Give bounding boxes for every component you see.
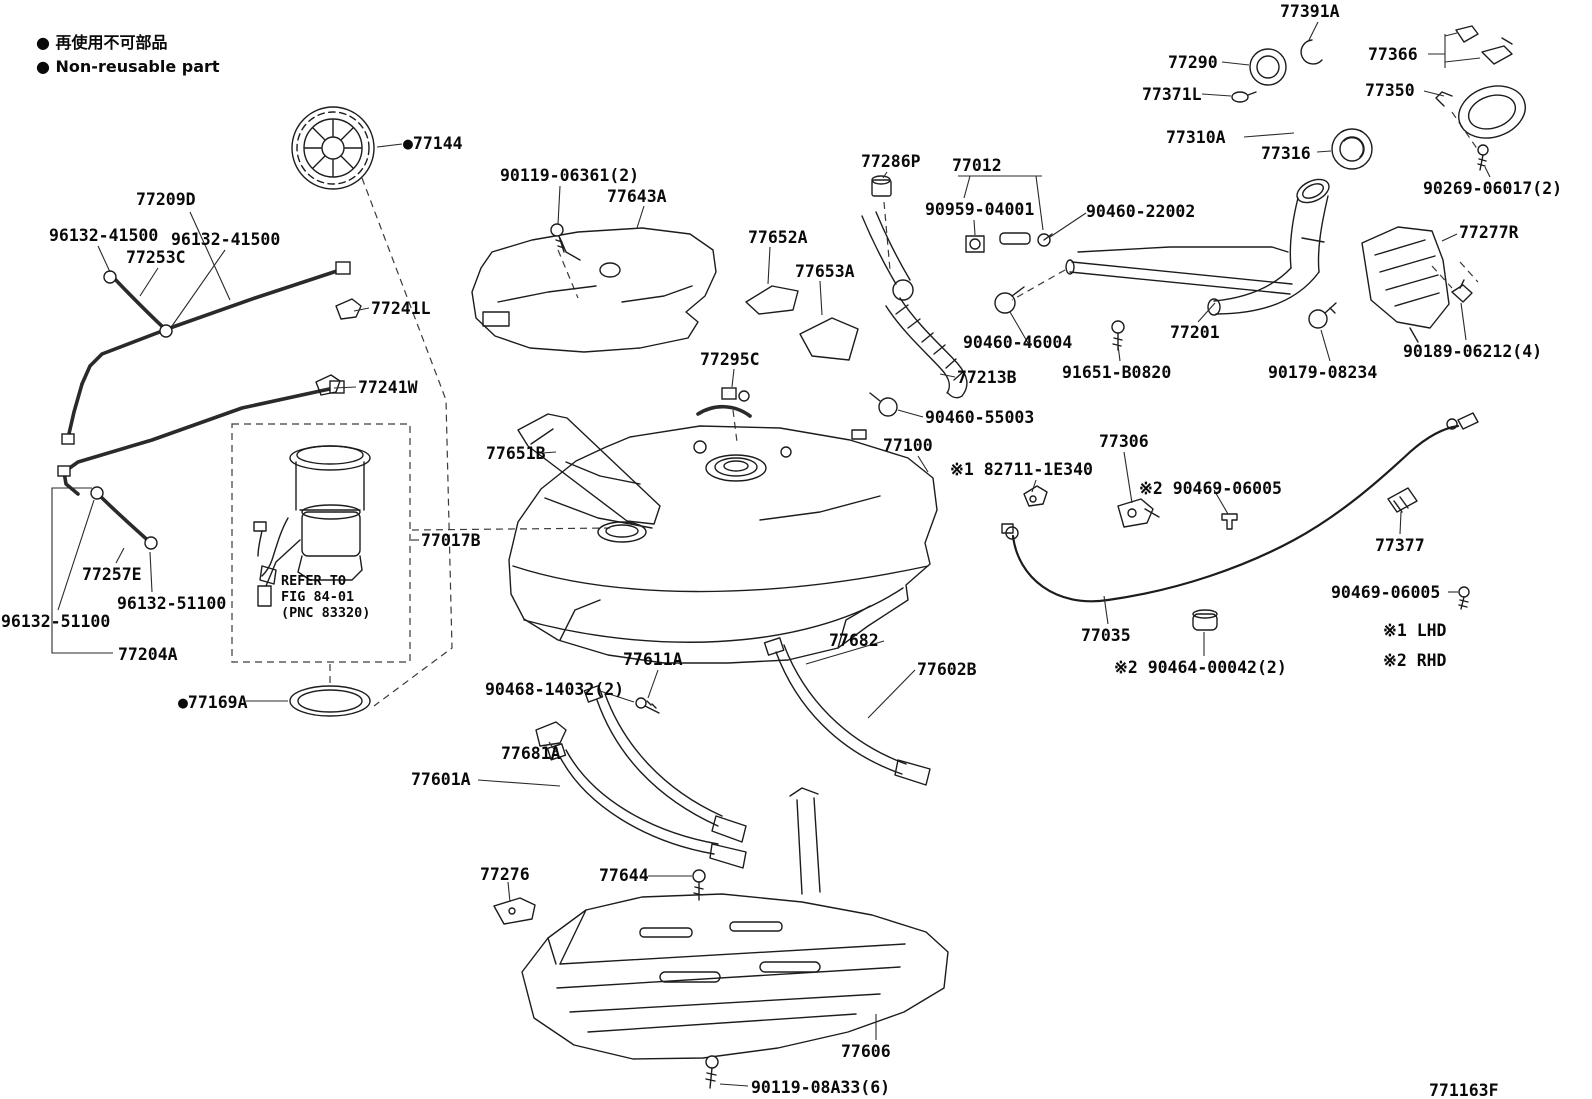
part-label-77366: 77366 [1368, 45, 1418, 64]
part-label-77682: 77682 [829, 631, 879, 650]
part-label-90469-06005-B: 90469-06005 [1331, 583, 1441, 602]
part-label-90468-14032: 90468-14032(2) [485, 680, 625, 699]
part-label-91651-B0820: 91651-B0820 [1062, 363, 1172, 382]
part-label-90460-46004: 90460-46004 [963, 333, 1073, 352]
part-label-77611A: 77611A [623, 650, 683, 669]
part-label-90460-22002: 90460-22002 [1086, 202, 1196, 221]
part-label-77350: 77350 [1365, 81, 1415, 100]
part-label-77253C: 77253C [126, 248, 186, 267]
part-label-90189-06212: 90189-06212(4) [1403, 342, 1543, 361]
part-label-77306: 77306 [1099, 432, 1149, 451]
part-label-77391A: 77391A [1280, 2, 1340, 21]
part-label-77606: 77606 [841, 1042, 891, 1061]
part-label-96132-51100-R: 96132-51100 [117, 594, 227, 613]
part-label-77295C: 77295C [700, 350, 760, 369]
part-label-77644: 77644 [599, 866, 649, 885]
part-label-note-rhd: ※2 RHD [1383, 651, 1447, 670]
part-label-note-lhd: ※1 LHD [1383, 621, 1447, 640]
part-label-77277R: 77277R [1459, 223, 1519, 242]
construction-lines [329, 111, 1479, 707]
pipe-fasteners-drawing [1111, 279, 1473, 351]
part-label-77286P: 77286P [861, 152, 921, 171]
part-label-77316: 77316 [1261, 144, 1311, 163]
part-label-77209D: 77209D [136, 190, 196, 209]
part-label-77241W: 77241W [358, 378, 418, 397]
part-label-77169A: ●77169A [178, 693, 248, 712]
filler-cap-parts-drawing [1231, 25, 1526, 171]
part-label-77681A: 77681A [501, 744, 561, 763]
fuel-lines-drawing [57, 261, 362, 550]
part-label-82711-1E340: ※1 82711-1E340 [950, 460, 1093, 479]
part-label-77100: 77100 [883, 436, 933, 455]
part-label-77371L: 77371L [1142, 85, 1202, 104]
part-label-90119-08A33: 90119-08A33(6) [751, 1078, 891, 1097]
part-label-77601A: 77601A [411, 770, 471, 789]
part-label-77241L: 77241L [371, 299, 431, 318]
filler-pipe-drawing [1065, 178, 1330, 316]
part-label-77310A: 77310A [1166, 128, 1226, 147]
part-label-90469-06005-A: ※2 90469-06005 [1139, 479, 1282, 498]
legend-line-en: ● Non-reusable part [36, 57, 220, 76]
tank-protector-drawings [517, 285, 859, 525]
figure-code: 771163F [1429, 1081, 1499, 1099]
part-label-77652A: 77652A [748, 228, 808, 247]
legend-line-jp: ● 再使用不可部品 [36, 33, 168, 52]
part-label-77602B: 77602B [917, 660, 977, 679]
part-label-90464-00042: ※2 90464-00042(2) [1114, 658, 1287, 677]
tank-straps-drawing [535, 637, 931, 895]
fuel-pump-module-drawing [231, 423, 411, 663]
fuel-tank-drawing [508, 425, 938, 664]
part-label-77204A: 77204A [118, 645, 178, 664]
part-label-96132-41500-L: 96132-41500 [49, 226, 159, 245]
skid-plate-drawing [493, 869, 949, 1089]
fuel-lid-cable-drawing [1001, 412, 1479, 631]
part-label-77201: 77201 [1170, 323, 1220, 342]
refer-note: REFER TO FIG 84-01 (PNC 83320) [281, 573, 371, 621]
part-label-77213B: 77213B [957, 368, 1017, 387]
part-label-96132-41500-R: 96132-41500 [171, 230, 281, 249]
part-label-77290: 77290 [1168, 53, 1218, 72]
part-label-90119-06361: 90119-06361(2) [500, 166, 640, 185]
part-label-90269-06017: 90269-06017(2) [1423, 179, 1563, 198]
part-label-77017B: 77017B [421, 531, 481, 550]
fuel-hose-77295C-drawing [696, 387, 752, 418]
part-label-90959-04001: 90959-04001 [925, 200, 1035, 219]
part-label-77651B: 77651B [486, 444, 546, 463]
part-label-77144: ●77144 [403, 134, 463, 153]
part-label-77653A: 77653A [795, 262, 855, 281]
part-label-77377: 77377 [1375, 536, 1425, 555]
shield-bolt-drawing [550, 223, 565, 253]
part-label-77035: 77035 [1081, 626, 1131, 645]
heat-shield-drawing [471, 227, 717, 353]
part-label-90460-55003: 90460-55003 [925, 408, 1035, 427]
gasket-drawing [289, 685, 371, 717]
part-label-77012: 77012 [952, 156, 1002, 175]
part-label-90179-08234: 90179-08234 [1268, 363, 1378, 382]
leader-lines [51, 21, 1491, 1087]
breather-hose-drawing [861, 211, 1025, 417]
fuel-pump-plate-drawing [291, 106, 375, 190]
part-label-77257E: 77257E [82, 565, 142, 584]
filler-protector-drawing [1361, 226, 1450, 343]
part-label-96132-51100-L: 96132-51100 [1, 612, 111, 631]
part-label-77276: 77276 [480, 865, 530, 884]
part-label-77643A: 77643A [607, 187, 667, 206]
inlet-pipe-parts-drawing [871, 175, 1053, 253]
